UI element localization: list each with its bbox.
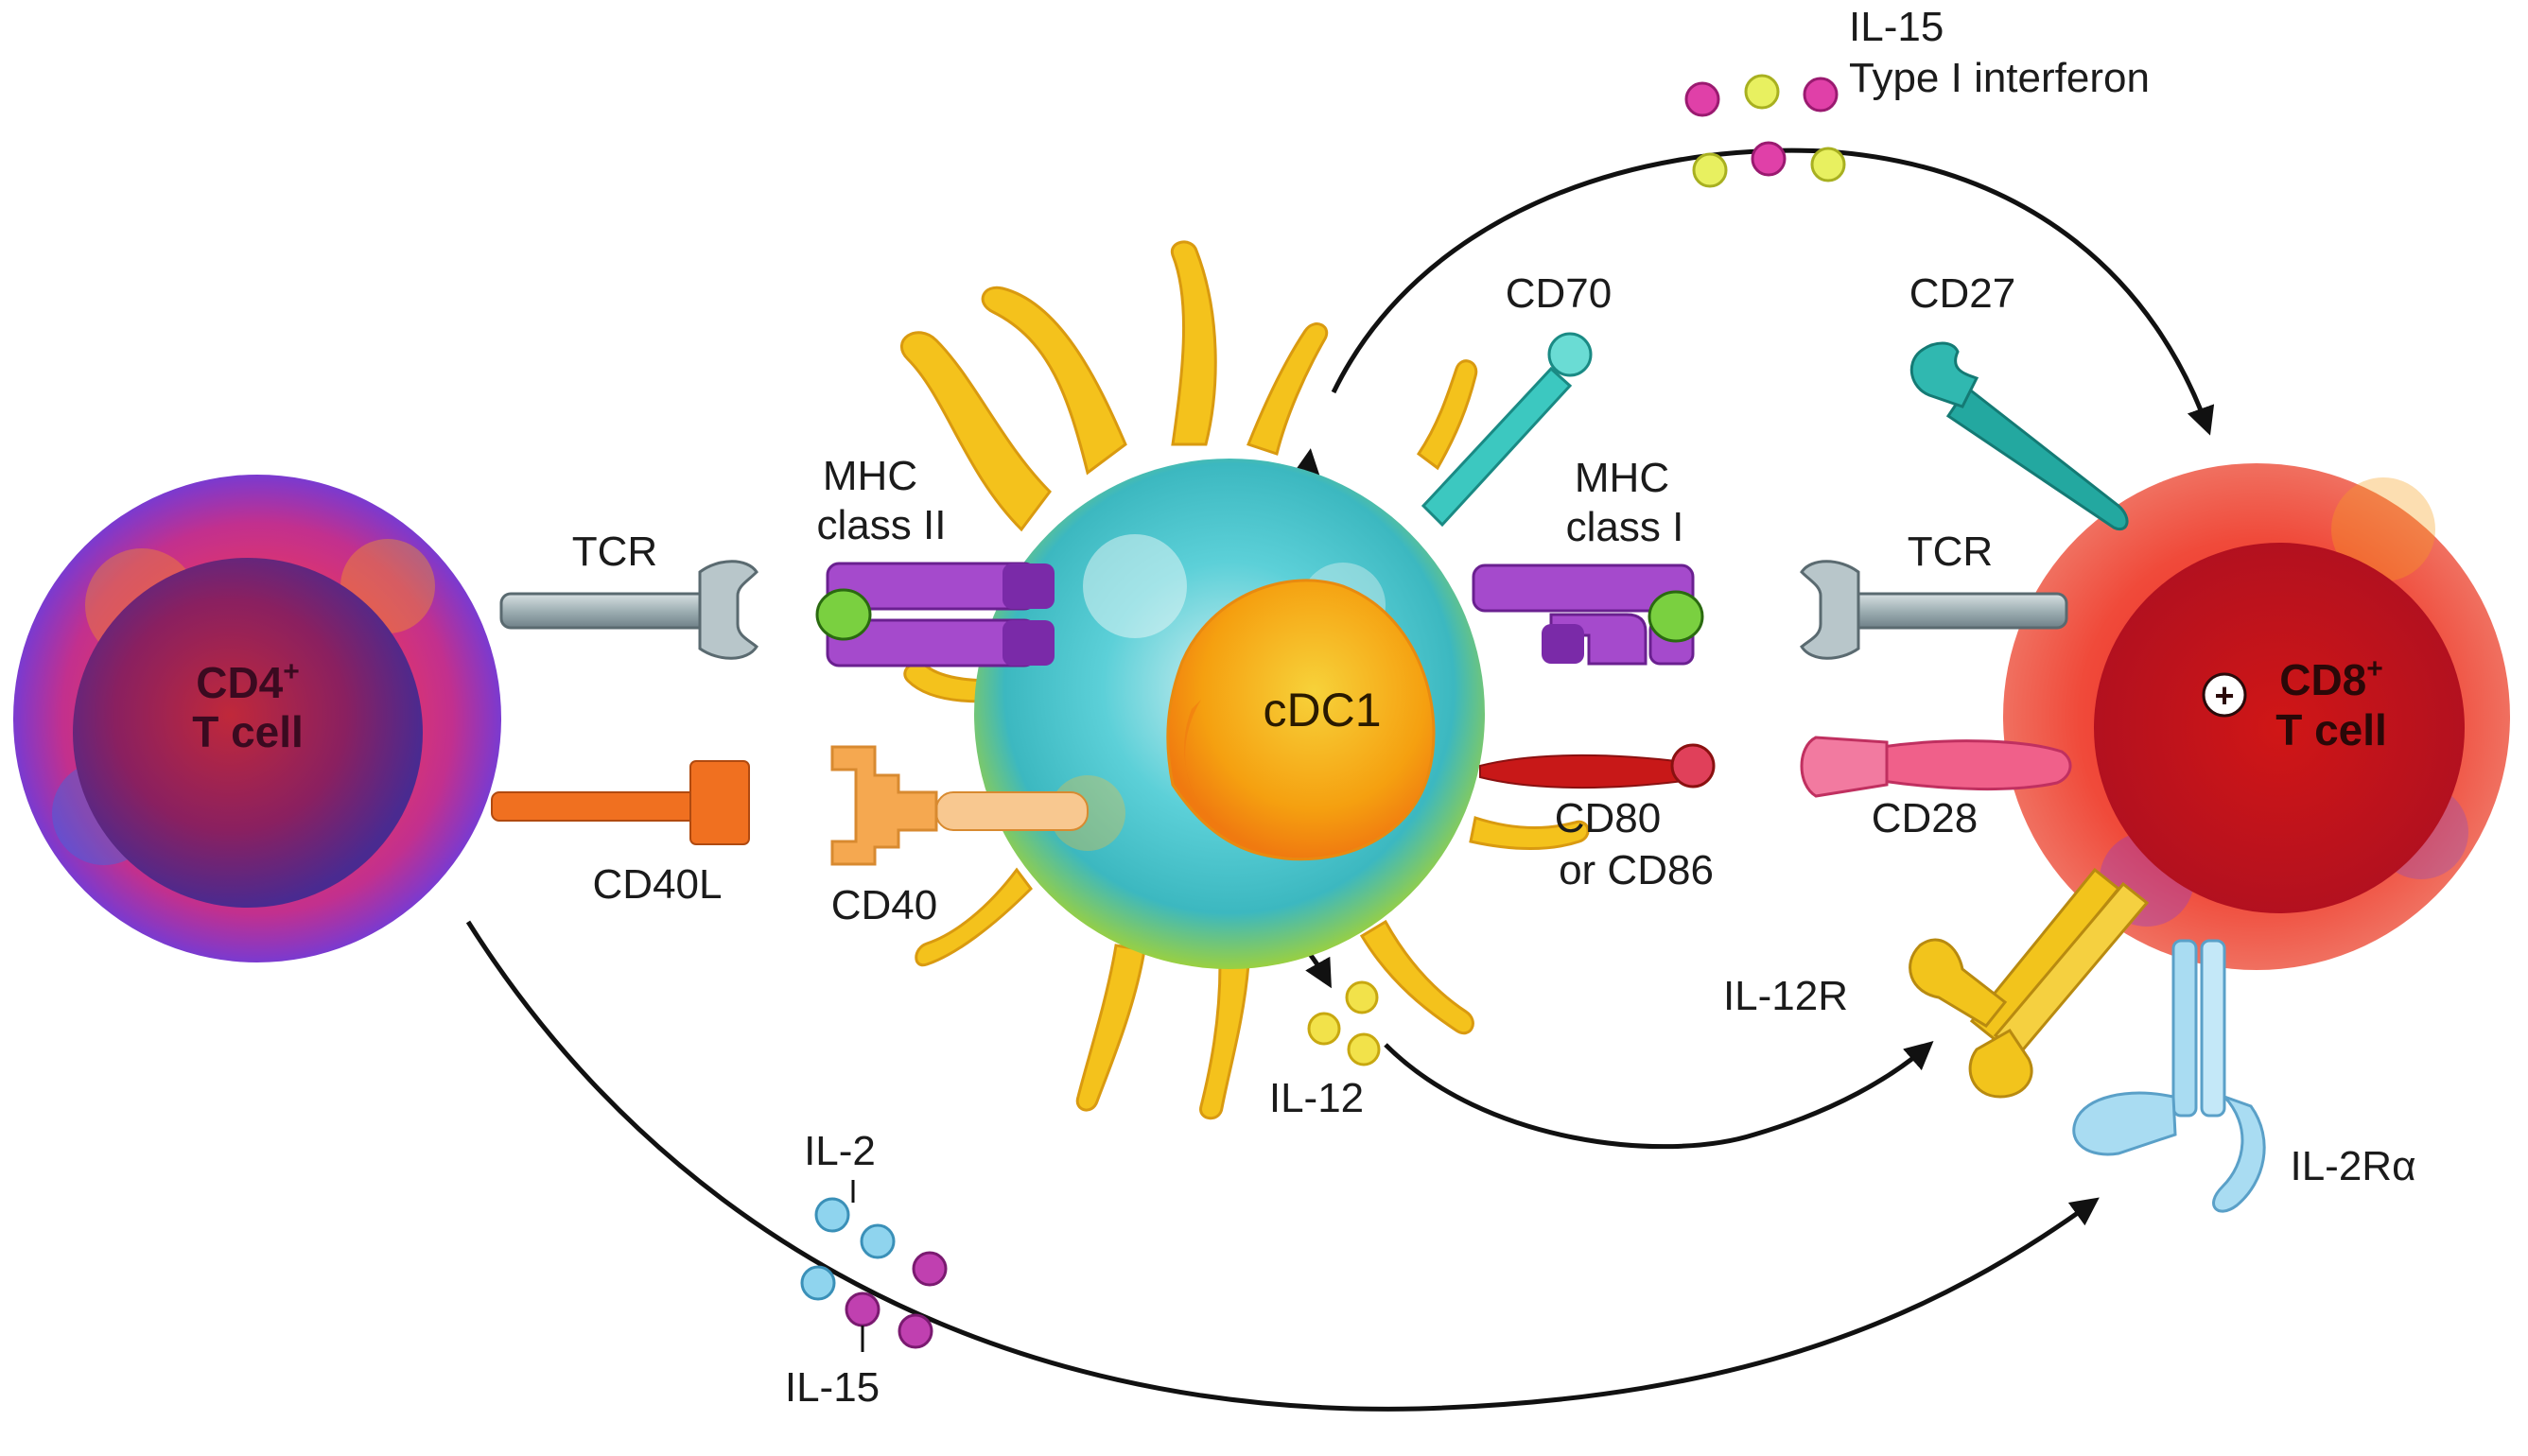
svg-text:CD4+: CD4+ xyxy=(196,656,300,707)
cd80-label-line1: CD80 xyxy=(1555,795,1662,841)
cd40l-receptor: CD40L xyxy=(491,760,750,908)
cd8-label-line2: T cell xyxy=(2275,705,2387,754)
mhc2-label-line2: class II xyxy=(817,502,947,548)
tcr-right: TCR xyxy=(1800,529,2068,660)
cdc1-dendrites xyxy=(900,240,1590,1120)
cd80-label-line2: or CD86 xyxy=(1559,847,1714,893)
cd70-ligand: CD70 xyxy=(1421,270,1613,528)
type1-ifn-label: Type I interferon xyxy=(1849,55,2150,101)
il12-to-il12r-arrow xyxy=(1384,1041,1934,1150)
tcr-left: TCR xyxy=(499,529,758,660)
mhc2-label-line1: MHC xyxy=(823,453,917,499)
cd8-t-cell: + CD8+ T cell xyxy=(2003,463,2510,970)
tcr-left-head xyxy=(698,560,758,660)
il15-ifn-particles-top: IL-15 Type I interferon xyxy=(1684,4,2150,188)
tcr-right-head xyxy=(1800,560,1860,660)
cd4-label-sup: + xyxy=(283,656,300,687)
cd8-plus-icon xyxy=(2202,672,2247,718)
tcr-left-label: TCR xyxy=(572,529,657,575)
tcr-right-label: TCR xyxy=(1908,529,1993,575)
il2ra-receptor: IL-2Rα xyxy=(2072,939,2416,1213)
cd8-label-sup: + xyxy=(2366,653,2383,685)
cd28-receptor: CD28 xyxy=(1800,736,2072,841)
il2-label: IL-2 xyxy=(804,1128,876,1174)
cdc1-nucleus xyxy=(1166,579,1436,861)
il15-bottom-label: IL-15 xyxy=(785,1364,880,1411)
cd28-label: CD28 xyxy=(1872,795,1979,841)
il2-il15-particles-bottom: IL-2 IL-15 xyxy=(785,1128,948,1411)
mhc1-label-line1: MHC xyxy=(1575,455,1669,501)
mhc-class-i: MHC class I xyxy=(1472,455,1704,666)
cd27-label: CD27 xyxy=(1909,270,2016,317)
mhc-class-ii: MHC class II xyxy=(815,453,1055,667)
cd40-receptor: CD40 xyxy=(830,745,1089,928)
cd4-t-cell: CD4+ T cell xyxy=(13,475,501,962)
cd40-label: CD40 xyxy=(831,882,938,928)
svg-text:CD8+: CD8+ xyxy=(2279,653,2383,704)
cd70-label: CD70 xyxy=(1506,270,1613,317)
mhc-i-peptide xyxy=(1648,590,1704,643)
cd27-receptor: CD27 xyxy=(1909,270,2129,531)
il15-top-label: IL-15 xyxy=(1849,4,1944,50)
mhc1-label-line2: class I xyxy=(1566,504,1684,550)
il2ra-label: IL-2Rα xyxy=(2290,1143,2415,1189)
cd40l-label: CD40L xyxy=(593,861,723,908)
cdc1-dendritic-cell: cDC1 xyxy=(900,240,1590,1120)
cd80-cd86-ligand: CD80 or CD86 xyxy=(1479,743,1716,893)
mhc-ii-peptide xyxy=(815,588,872,641)
il12-label: IL-12 xyxy=(1269,1075,1364,1121)
cd4-label-line2: T cell xyxy=(192,707,304,756)
cd8-plus-symbol: + xyxy=(2214,676,2234,715)
cd8-label-line1: CD8 xyxy=(2279,655,2366,704)
cdc1-label: cDC1 xyxy=(1263,684,1381,737)
cd4-label-line1: CD4 xyxy=(196,658,283,707)
il12-particles: IL-12 xyxy=(1269,980,1381,1121)
il12r-label: IL-12R xyxy=(1723,973,1848,1019)
cd4-to-il2ra-arrow xyxy=(465,920,2100,1412)
il12r-receptor: IL-12R xyxy=(1723,867,2150,1099)
